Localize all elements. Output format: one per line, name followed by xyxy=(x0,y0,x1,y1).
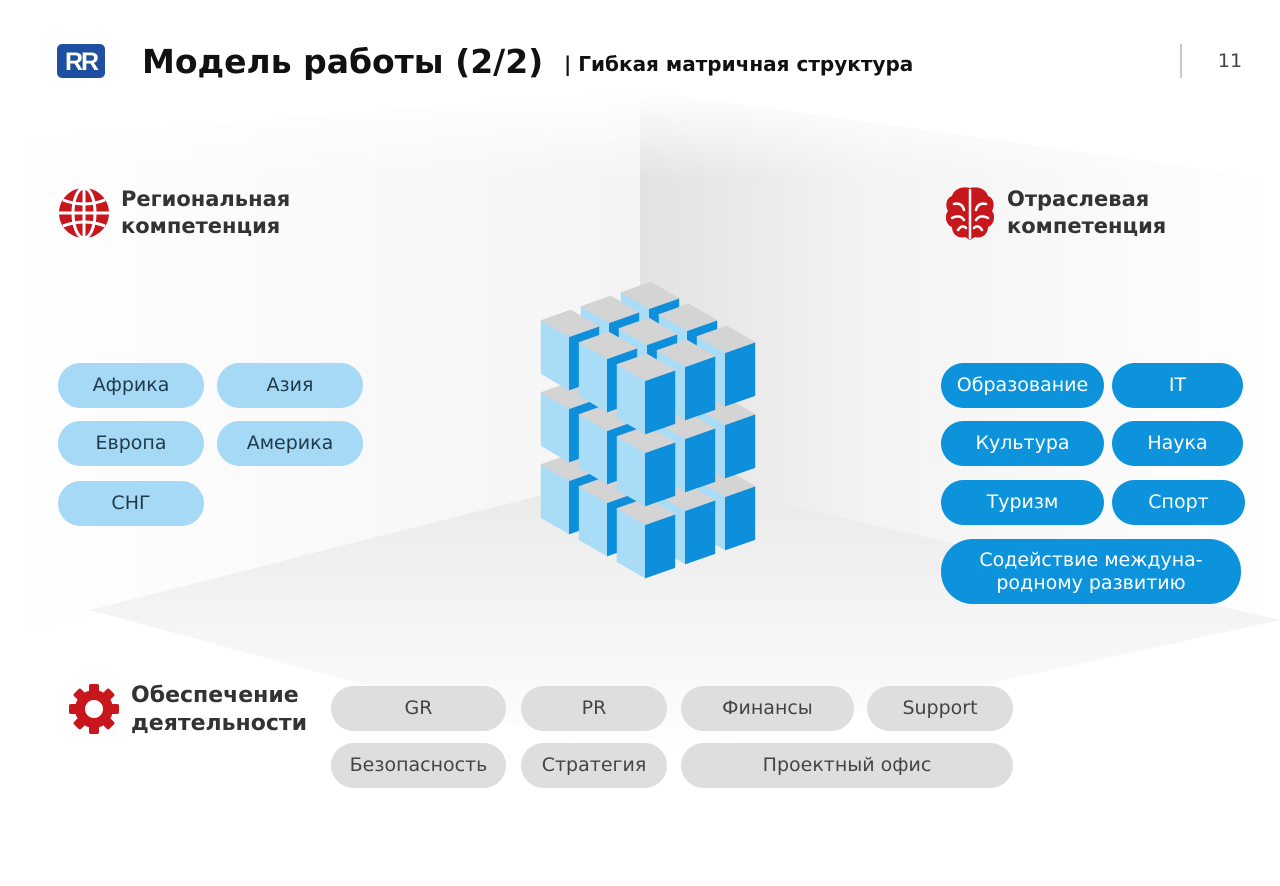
globe-icon xyxy=(59,186,109,240)
region-asia[interactable]: Азия xyxy=(217,363,363,408)
logo-text: RR xyxy=(65,48,99,76)
industry-intl-development[interactable]: Содействие междуна-родному развитию xyxy=(941,539,1241,604)
industry-sport[interactable]: Спорт xyxy=(1112,480,1245,525)
support-title-line1: Обеспечение xyxy=(131,683,299,708)
header-divider xyxy=(1180,44,1182,78)
regional-title-line1: Региональная xyxy=(121,187,291,211)
support-project-office[interactable]: Проектный офис xyxy=(681,743,1013,788)
cube-block xyxy=(616,497,676,579)
support-finance[interactable]: Финансы xyxy=(681,686,854,731)
industry-education[interactable]: Образование xyxy=(941,363,1104,408)
page-title: Модель работы (2/2) xyxy=(142,42,544,81)
logo: RR xyxy=(57,44,105,78)
industry-title-line2: компетенция xyxy=(1007,214,1167,238)
support-title-line2: деятельности xyxy=(131,711,308,736)
region-america[interactable]: Америка xyxy=(217,421,363,466)
support-security[interactable]: Безопасность xyxy=(331,743,506,788)
support-title: Обеспечение деятельности xyxy=(131,682,307,738)
gear-icon xyxy=(69,684,119,734)
page-number: 11 xyxy=(1217,50,1243,72)
support-strategy[interactable]: Стратегия xyxy=(521,743,667,788)
industry-science[interactable]: Наука xyxy=(1112,421,1243,466)
matrix-cube xyxy=(540,281,756,579)
cube-block xyxy=(616,353,676,435)
cube-block xyxy=(616,425,676,507)
brain-icon xyxy=(945,187,995,240)
support-gr[interactable]: GR xyxy=(331,686,506,731)
industry-title-line1: Отраслевая xyxy=(1007,187,1150,211)
industry-it[interactable]: IT xyxy=(1112,363,1243,408)
industry-title: Отраслевая компетенция xyxy=(1007,186,1166,240)
region-europe[interactable]: Европа xyxy=(58,421,204,466)
industry-tourism[interactable]: Туризм xyxy=(941,480,1104,525)
page-subtitle: | Гибкая матричная структура xyxy=(564,52,914,76)
region-africa[interactable]: Африка xyxy=(58,363,204,408)
regional-title: Региональная компетенция xyxy=(121,186,290,240)
region-cis[interactable]: СНГ xyxy=(58,481,204,526)
support-support[interactable]: Support xyxy=(867,686,1013,731)
industry-culture[interactable]: Культура xyxy=(941,421,1104,466)
support-pr[interactable]: PR xyxy=(521,686,667,731)
regional-title-line2: компетенция xyxy=(121,214,281,238)
